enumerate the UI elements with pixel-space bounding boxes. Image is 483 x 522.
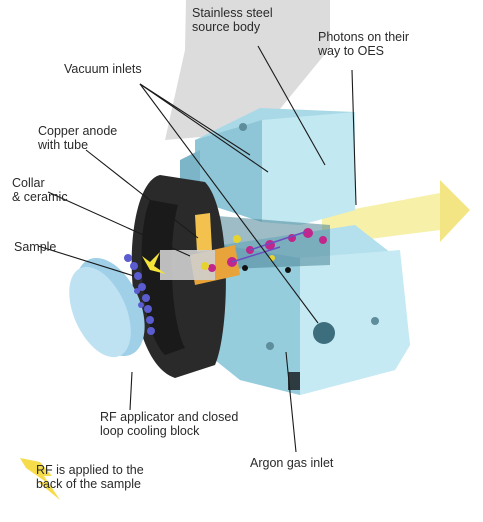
plasma-particles [201, 228, 327, 273]
sample-disc [69, 257, 145, 358]
label-argon-inlet: Argon gas inlet [250, 456, 334, 470]
copper-anode [160, 213, 240, 285]
vacuum-port [313, 322, 335, 344]
leader-lines [37, 45, 357, 453]
backdrop-shape [165, 0, 330, 140]
spark-icon [142, 252, 166, 274]
argon-inlet-port [288, 372, 300, 390]
label-sample: Sample [14, 240, 57, 254]
source-body [180, 108, 410, 395]
label-vacuum-inlets: Vacuum inlets [64, 62, 142, 76]
cooling-coil [124, 254, 155, 335]
arrow-right-icon [440, 180, 470, 242]
lightning-bolt-icon [20, 458, 60, 500]
label-collar-ceramic: Collar& ceramic [12, 176, 68, 204]
